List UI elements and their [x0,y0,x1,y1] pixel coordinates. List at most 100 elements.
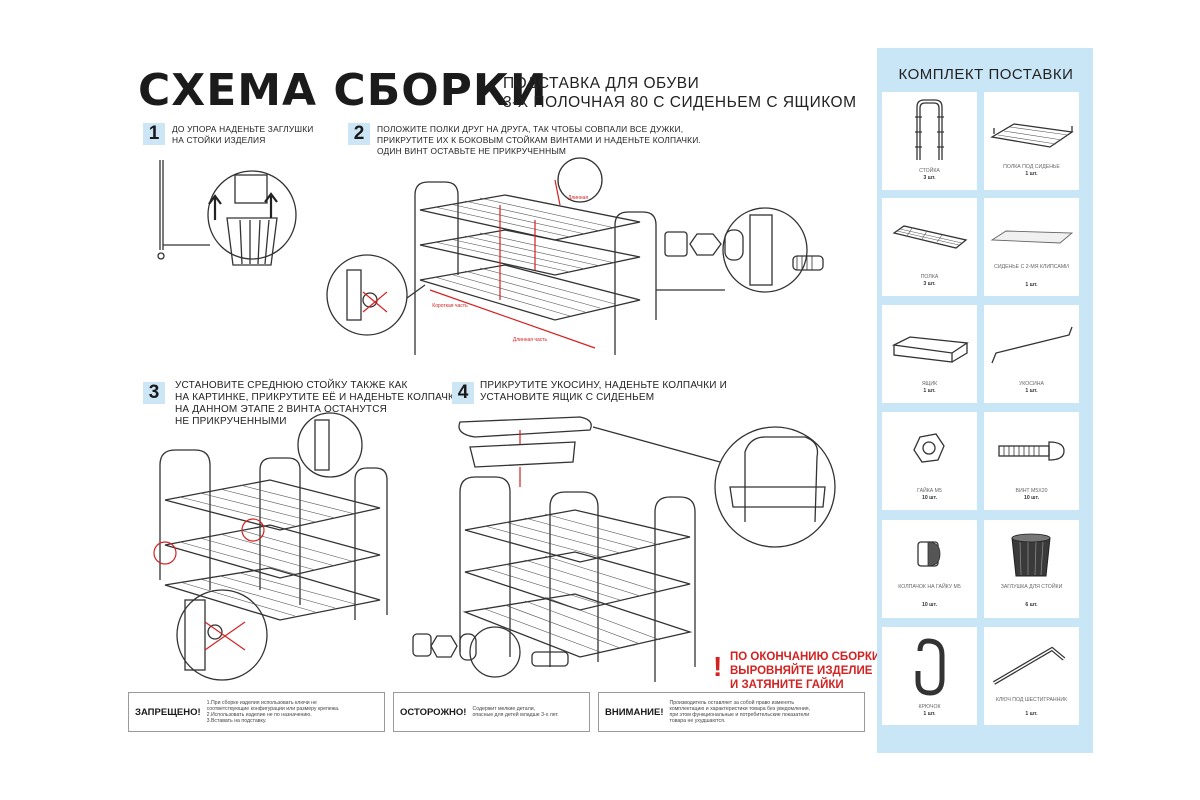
long-part-label: Длинная часть [512,337,548,343]
kit-part-brace: УКОСИНА 1 шт. [984,305,1079,403]
notice-line: 3.Вставать на подставку. [206,718,267,725]
step-3-number: 3 [143,382,165,404]
notice-line: 2.Использовать изделие не по назначению. [206,712,312,718]
part-qty: 10 шт. [1023,495,1040,501]
step-1-number: 1 [143,123,165,145]
step-3-line: УСТАНОВИТЕ СРЕДНЮЮ СТОЙКУ ТАКЖЕ КАК [175,380,408,391]
nut-icon [913,433,945,463]
step-3-line: НА КАРТИНКЕ, ПРИКРУТИТЕ ЕЁ И НАДЕНЬТЕ КО… [175,392,465,403]
final-warning-line: И ЗАТЯНИТЕ ГАЙКИ [730,679,844,691]
rack-post-icon [915,99,944,160]
kit-part-cap-nut: КОЛПАЧОК НА ГАЙКУ М5 10 шт. [882,520,977,618]
step-3-text: УСТАНОВИТЕ СРЕДНЮЮ СТОЙКУ ТАКЖЕ КАК НА К… [175,380,464,428]
part-name: ЯЩИК [921,381,938,387]
step-4-number: 4 [452,382,474,404]
part-qty: 1 шт. [923,388,936,394]
notice-line: соответствующие конфигурации или размеру… [206,705,340,712]
part-name: ПОЛКА ПОД СИДЕНЬЕ [1003,164,1060,170]
final-warning-line: ВЫРОВНЯЙТЕ ИЗДЕЛИЕ [730,665,873,677]
kit-part-box: ЯЩИК 1 шт. [882,305,977,403]
step-2-text: ПОЛОЖИТЕ ПОЛКИ ДРУГ НА ДРУГА, ТАК ЧТОБЫ … [377,124,701,157]
short-part-label: Короткая часть [432,303,468,309]
notice-line: Содержит мелкие детали, [472,705,536,712]
part-qty: 3 шт. [923,175,936,181]
notice-text: Содержит мелкие детали, опасные для дете… [472,706,562,718]
kit-part-rack-post: СТОЙКА 3 шт. [882,92,977,190]
step-3-line: НЕ ПРИКРУЧЕННЫМИ [175,416,287,427]
part-qty: 10 шт. [921,602,938,608]
step-1-line: ДО УПОРА НАДЕНЬТЕ ЗАГЛУШКИ [172,124,314,134]
step-2-illustration [326,157,824,355]
part-name: ПОЛКА [920,274,939,280]
part-qty: 6 шт. [1025,602,1038,608]
kit-part-shelf: ПОЛКА 3 шт. [882,198,977,296]
subtitle-line-2: 3-Х ПОЛОЧНАЯ 80 С СИДЕНЬЕМ С ЯЩИКОМ [503,94,857,111]
step-4-line: УСТАНОВИТЕ ЯЩИК С СИДЕНЬЕМ [480,392,655,403]
step-2-line: ПРИКРУТИТЕ ИХ К БОКОВЫМ СТОЙКАМ ВИНТАМИ … [377,135,701,145]
part-name: КРЮЧОК [918,704,941,710]
notice-caution: ОСТОРОЖНО! Содержит мелкие детали, опасн… [393,692,590,732]
notice-attention: ВНИМАНИЕ! Производитель оставляет за соб… [598,692,865,732]
part-name: ГАЙКА М5 [917,488,942,494]
step-1-line: НА СТОЙКИ ИЗДЕЛИЯ [172,135,266,145]
brace-icon [991,326,1073,364]
step-1-text: ДО УПОРА НАДЕНЬТЕ ЗАГЛУШКИ НА СТОЙКИ ИЗД… [172,124,314,146]
notice-line: опасные для детей младше 3-х лет. [472,712,559,718]
foot-cap-icon [1011,533,1051,577]
part-qty: 1 шт. [1025,711,1038,717]
notice-text: Производитель оставляет за собой право и… [670,700,815,725]
hook-icon [915,638,945,696]
notice-text: 1.При сборке изделия использовать ключи … [207,700,344,725]
part-qty: 3 шт. [923,281,936,287]
part-name: СТОЙКА [919,168,940,174]
kit-part-seat-shelf: ПОЛКА ПОД СИДЕНЬЕ 1 шт. [984,92,1079,190]
notice-label: ОСТОРОЖНО! [400,706,467,718]
notice-label: ЗАПРЕЩЕНО! [135,706,201,718]
kit-part-hex-key: КЛЮЧ ПОД ШЕСТИГРАННИК 1 шт. [984,627,1079,725]
box-icon [891,336,969,363]
kit-title: КОМПЛЕКТ ПОСТАВКИ [898,66,1074,83]
notice-line: при этом функциональные и потребительски… [669,712,810,718]
step-4-illustration [412,416,836,682]
seat-icon [990,230,1074,244]
part-name: КОЛПАЧОК НА ГАЙКУ М5 [898,584,961,590]
notice-line: Производитель оставляет за собой право и… [669,699,795,706]
seat-shelf-icon [990,123,1074,148]
long-top-label: Длинная [567,195,589,201]
part-qty: 10 шт. [921,495,938,501]
notice-line: комплектацию и характеристики товара без… [669,705,811,712]
step-3-illustration [153,412,388,681]
hex-key-icon [992,646,1066,685]
part-name: КЛЮЧ ПОД ШЕСТИГРАННИК [995,697,1068,703]
kit-part-hook: КРЮЧОК 1 шт. [882,627,977,725]
notice-forbidden: ЗАПРЕЩЕНО! 1.При сборке изделия использо… [128,692,385,732]
final-warning-line: ПО ОКОНЧАНИЮ СБОРКИ [730,651,881,663]
final-warning: ПО ОКОНЧАНИЮ СБОРКИ ВЫРОВНЯЙТЕ ИЗДЕЛИЕ И… [730,650,880,692]
part-qty: 1 шт. [1025,171,1038,177]
notice-line: 1.При сборке изделия использовать ключи … [206,699,317,706]
product-subtitle: ПОДСТАВКА ДЛЯ ОБУВИ 3-Х ПОЛОЧНАЯ 80 С СИ… [503,74,857,112]
step-2-line: ПОЛОЖИТЕ ПОЛКИ ДРУГ НА ДРУГА, ТАК ЧТОБЫ … [377,124,684,134]
step-2-line: ОДИН ВИНТ ОСТАВЬТЕ НЕ ПРИКРУЧЕННЫМ [377,146,567,156]
step-1-illustration [157,160,297,266]
notice-line: товара не ухудшаются. [669,718,726,725]
part-name: ЗАГЛУШКА ДЛЯ СТОЙКИ [1000,584,1063,590]
step-3-line: НА ДАННОМ ЭТАПЕ 2 ВИНТА ОСТАНУТСЯ [175,404,388,415]
part-name: СИДЕНЬЕ С 2-МЯ КЛИПСАМИ [994,264,1069,270]
subtitle-line-1: ПОДСТАВКА ДЛЯ ОБУВИ [503,75,700,92]
step-4-line: ПРИКРУТИТЕ УКОСИНУ, НАДЕНЬТЕ КОЛПАЧКИ И [480,380,728,391]
step-4-text: ПРИКРУТИТЕ УКОСИНУ, НАДЕНЬТЕ КОЛПАЧКИ И … [480,380,727,404]
cap-nut-icon [917,541,941,567]
shelf-icon [892,225,968,249]
part-qty: 1 шт. [1025,282,1038,288]
kit-part-screw: ВИНТ М5х20 10 шт. [984,412,1079,510]
warning-exclamation: ! [713,651,723,682]
part-name: УКОСИНА [1019,381,1044,387]
notice-label: ВНИМАНИЕ! [605,706,664,718]
part-qty: 1 шт. [923,711,936,717]
kit-part-nut: ГАЙКА М5 10 шт. [882,412,977,510]
kit-part-seat: СИДЕНЬЕ С 2-МЯ КЛИПСАМИ 1 шт. [984,198,1079,296]
part-name: ВИНТ М5х20 [1015,488,1048,494]
screw-icon [998,441,1065,461]
page-title: СХЕМА СБОРКИ [138,65,548,116]
